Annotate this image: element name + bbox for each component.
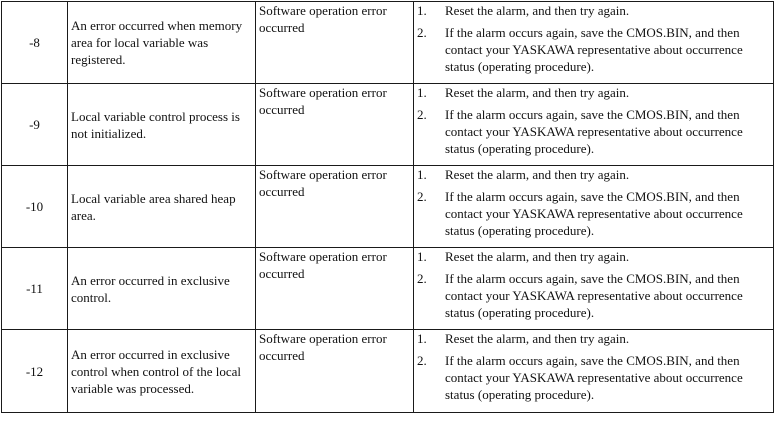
alarm-remedy-cell: 1. Reset the alarm, and then try again. 2… [413,165,774,248]
step-text: If the alarm occurs again, save the CMOS… [445,107,743,156]
alarm-subcode: -9 [1,83,68,166]
alarm-table: -8 An error occurred when memory area fo… [1,1,774,413]
remedy-step: 1. Reset the alarm, and then try again. [414,330,773,347]
remedy-step: 2. If the alarm occurs again, save the CM… [414,352,773,403]
alarm-subcode: -11 [1,247,68,330]
table-row: -8 An error occurred when memory area fo… [1,1,774,84]
table-row: -12 An error occurred in exclusive contr… [1,329,774,413]
step-number: 2. [417,353,427,368]
step-text: Reset the alarm, and then try again. [445,85,630,100]
step-number: 1. [417,167,427,182]
step-number: 1. [417,3,427,18]
step-text: Reset the alarm, and then try again. [445,331,630,346]
step-number: 1. [417,331,427,346]
remedy-step: 2. If the alarm occurs again, save the CM… [414,106,773,157]
step-number: 1. [417,249,427,264]
step-text: Reset the alarm, and then try again. [445,3,630,18]
table-row: -9 Local variable control process is not… [1,83,774,166]
step-number: 2. [417,107,427,122]
remedy-step: 1. Reset the alarm, and then try again. [414,2,773,19]
alarm-cause: Software operation error occurred [259,85,387,117]
alarm-cause-cell: Software operation error occurred [255,329,414,413]
remedy-step: 1. Reset the alarm, and then try again. [414,166,773,183]
alarm-cause: Software operation error occurred [259,167,387,199]
alarm-description: An error occurred when memory area for l… [71,18,243,67]
alarm-cause: Software operation error occurred [259,249,387,281]
alarm-cause-cell: Software operation error occurred [255,165,414,248]
alarm-description-cell: Local variable area shared heap area. [67,165,256,248]
alarm-description-cell: Local variable control process is not in… [67,83,256,166]
remedy-steps: 1. Reset the alarm, and then try again. 2… [414,330,773,403]
table-row: -11 An error occurred in exclusive contr… [1,247,774,330]
remedy-steps: 1. Reset the alarm, and then try again. 2… [414,2,773,75]
alarm-cause-cell: Software operation error occurred [255,1,414,84]
step-text: If the alarm occurs again, save the CMOS… [445,25,743,74]
step-number: 2. [417,25,427,40]
alarm-description-cell: An error occurred in exclusive control w… [67,329,256,413]
remedy-steps: 1. Reset the alarm, and then try again. 2… [414,84,773,157]
alarm-subcode: -10 [1,165,68,248]
alarm-remedy-cell: 1. Reset the alarm, and then try again. 2… [413,1,774,84]
alarm-cause-cell: Software operation error occurred [255,83,414,166]
alarm-remedy-cell: 1. Reset the alarm, and then try again. 2… [413,329,774,413]
table-row: -10 Local variable area shared heap area… [1,165,774,248]
alarm-description-cell: An error occurred when memory area for l… [67,1,256,84]
alarm-description-cell: An error occurred in exclusive control. [67,247,256,330]
remedy-step: 2. If the alarm occurs again, save the CM… [414,24,773,75]
alarm-description: Local variable control process is not in… [71,108,240,141]
step-text: If the alarm occurs again, save the CMOS… [445,271,743,320]
remedy-steps: 1. Reset the alarm, and then try again. 2… [414,248,773,321]
step-number: 2. [417,189,427,204]
alarm-description: An error occurred in exclusive control w… [71,346,242,396]
alarm-description: An error occurred in exclusive control. [71,272,230,305]
alarm-subcode: -8 [1,1,68,84]
remedy-step: 2. If the alarm occurs again, save the CM… [414,270,773,321]
remedy-step: 1. Reset the alarm, and then try again. [414,248,773,265]
alarm-cause: Software operation error occurred [259,331,387,363]
alarm-cause: Software operation error occurred [259,3,387,35]
remedy-steps: 1. Reset the alarm, and then try again. 2… [414,166,773,239]
alarm-remedy-cell: 1. Reset the alarm, and then try again. 2… [413,247,774,330]
remedy-step: 1. Reset the alarm, and then try again. [414,84,773,101]
alarm-cause-cell: Software operation error occurred [255,247,414,330]
alarm-subcode: -12 [1,329,68,413]
alarm-remedy-cell: 1. Reset the alarm, and then try again. 2… [413,83,774,166]
step-number: 2. [417,271,427,286]
step-text: Reset the alarm, and then try again. [445,167,630,182]
alarm-description: Local variable area shared heap area. [71,190,236,223]
step-text: If the alarm occurs again, save the CMOS… [445,353,743,402]
step-text: If the alarm occurs again, save the CMOS… [445,189,743,238]
step-text: Reset the alarm, and then try again. [445,249,630,264]
remedy-step: 2. If the alarm occurs again, save the CM… [414,188,773,239]
step-number: 1. [417,85,427,100]
